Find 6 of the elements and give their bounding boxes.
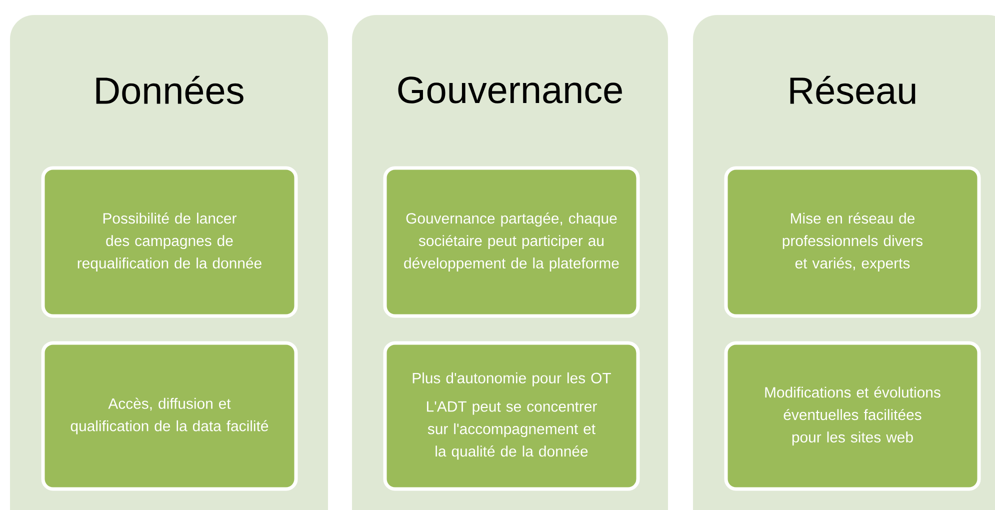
text-box: Mise en réseau de professionnels divers et variés, experts xyxy=(724,166,981,318)
text-box: Modifications et évolutions éventuelles facilitées pour les sites web xyxy=(724,341,981,491)
text-box: Gouvernance partagée, chaque sociétaire peut participer au développement de la plateforme xyxy=(383,166,640,318)
text-box: Possibilité de lancer des campagnes de requalification de la donnée xyxy=(41,166,298,318)
text-box: Accès, diffusion et qualification de la data facilité xyxy=(41,341,298,491)
text-box: Plus d'autonomie pour les OT L'ADT peut se concentrer sur l'accompagnement et la qualité de la donnée xyxy=(383,341,640,491)
